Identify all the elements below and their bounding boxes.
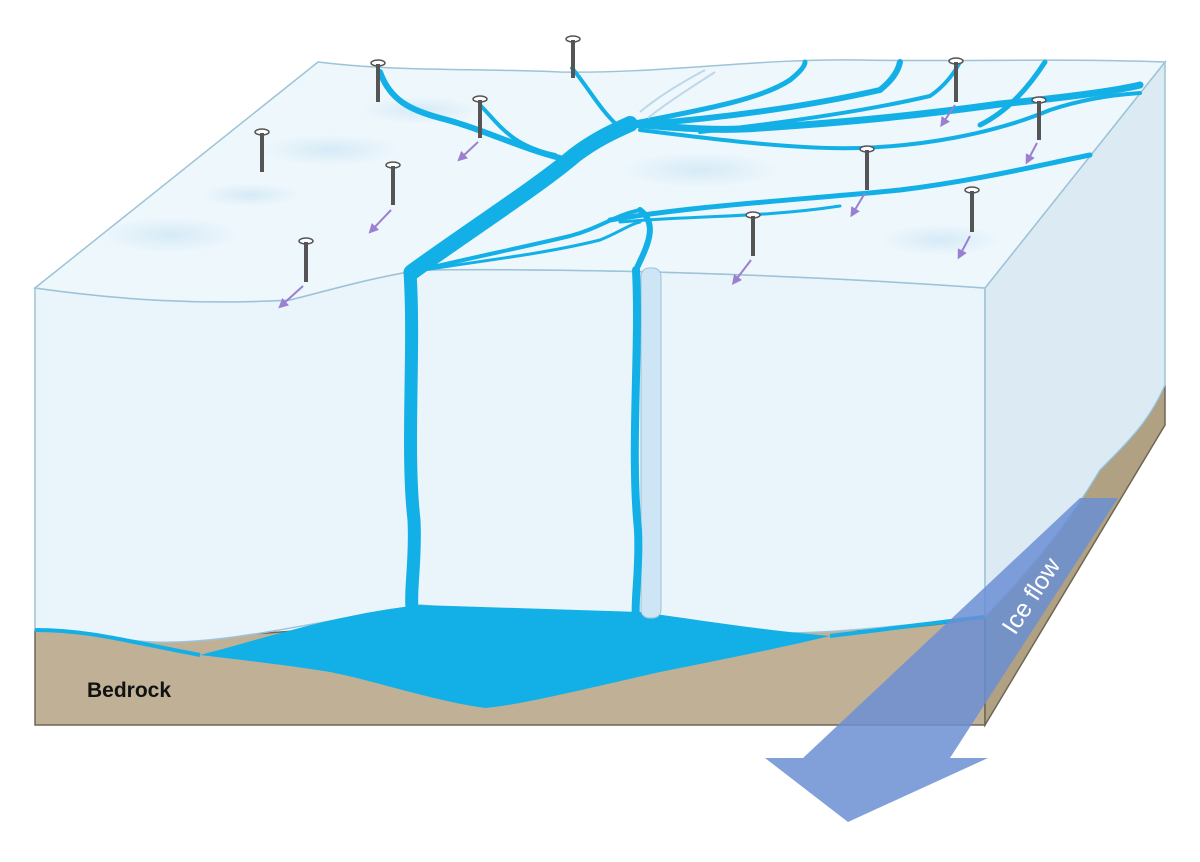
crevasse-lines bbox=[639, 69, 716, 119]
surface-motion-arrow-icon bbox=[368, 209, 392, 234]
surface-motion-arrow-icon bbox=[940, 104, 956, 128]
ablation-stake-icon bbox=[859, 145, 875, 190]
moulin-right-shadow bbox=[640, 267, 662, 619]
surface-motion-arrow-icon bbox=[957, 235, 971, 260]
surface-motion-arrow-icon bbox=[457, 141, 479, 162]
supraglacial-streams bbox=[377, 59, 1144, 280]
ablation-stake-icon bbox=[948, 57, 964, 102]
ablation-stakes bbox=[254, 35, 1047, 282]
ice-flow-arrow bbox=[765, 498, 1118, 822]
surface-motion-arrows bbox=[278, 104, 1038, 309]
surface-motion-arrow-icon bbox=[850, 192, 866, 218]
ablation-stake-icon bbox=[1031, 96, 1047, 140]
moulin-right bbox=[630, 266, 643, 622]
ice-front-face bbox=[34, 268, 986, 644]
ablation-stake-icon bbox=[565, 35, 581, 78]
ablation-stake-icon bbox=[385, 161, 401, 205]
surface-motion-arrow-icon bbox=[731, 259, 752, 285]
ablation-stake-icon bbox=[964, 186, 980, 232]
surface-motion-arrow-icon bbox=[278, 285, 304, 309]
bedrock-label: Bedrock bbox=[87, 679, 171, 702]
surface-motion-arrow-icon bbox=[1025, 142, 1038, 165]
ablation-stake-icon bbox=[472, 95, 488, 138]
subglacial-lake bbox=[200, 605, 830, 708]
moulin-left bbox=[403, 265, 421, 614]
ablation-stake-icon bbox=[370, 59, 386, 102]
ablation-stake-icon bbox=[254, 128, 270, 172]
ablation-stake-icon bbox=[745, 211, 761, 256]
ablation-stake-icon bbox=[298, 237, 314, 282]
ice-top-surface bbox=[33, 59, 1167, 303]
